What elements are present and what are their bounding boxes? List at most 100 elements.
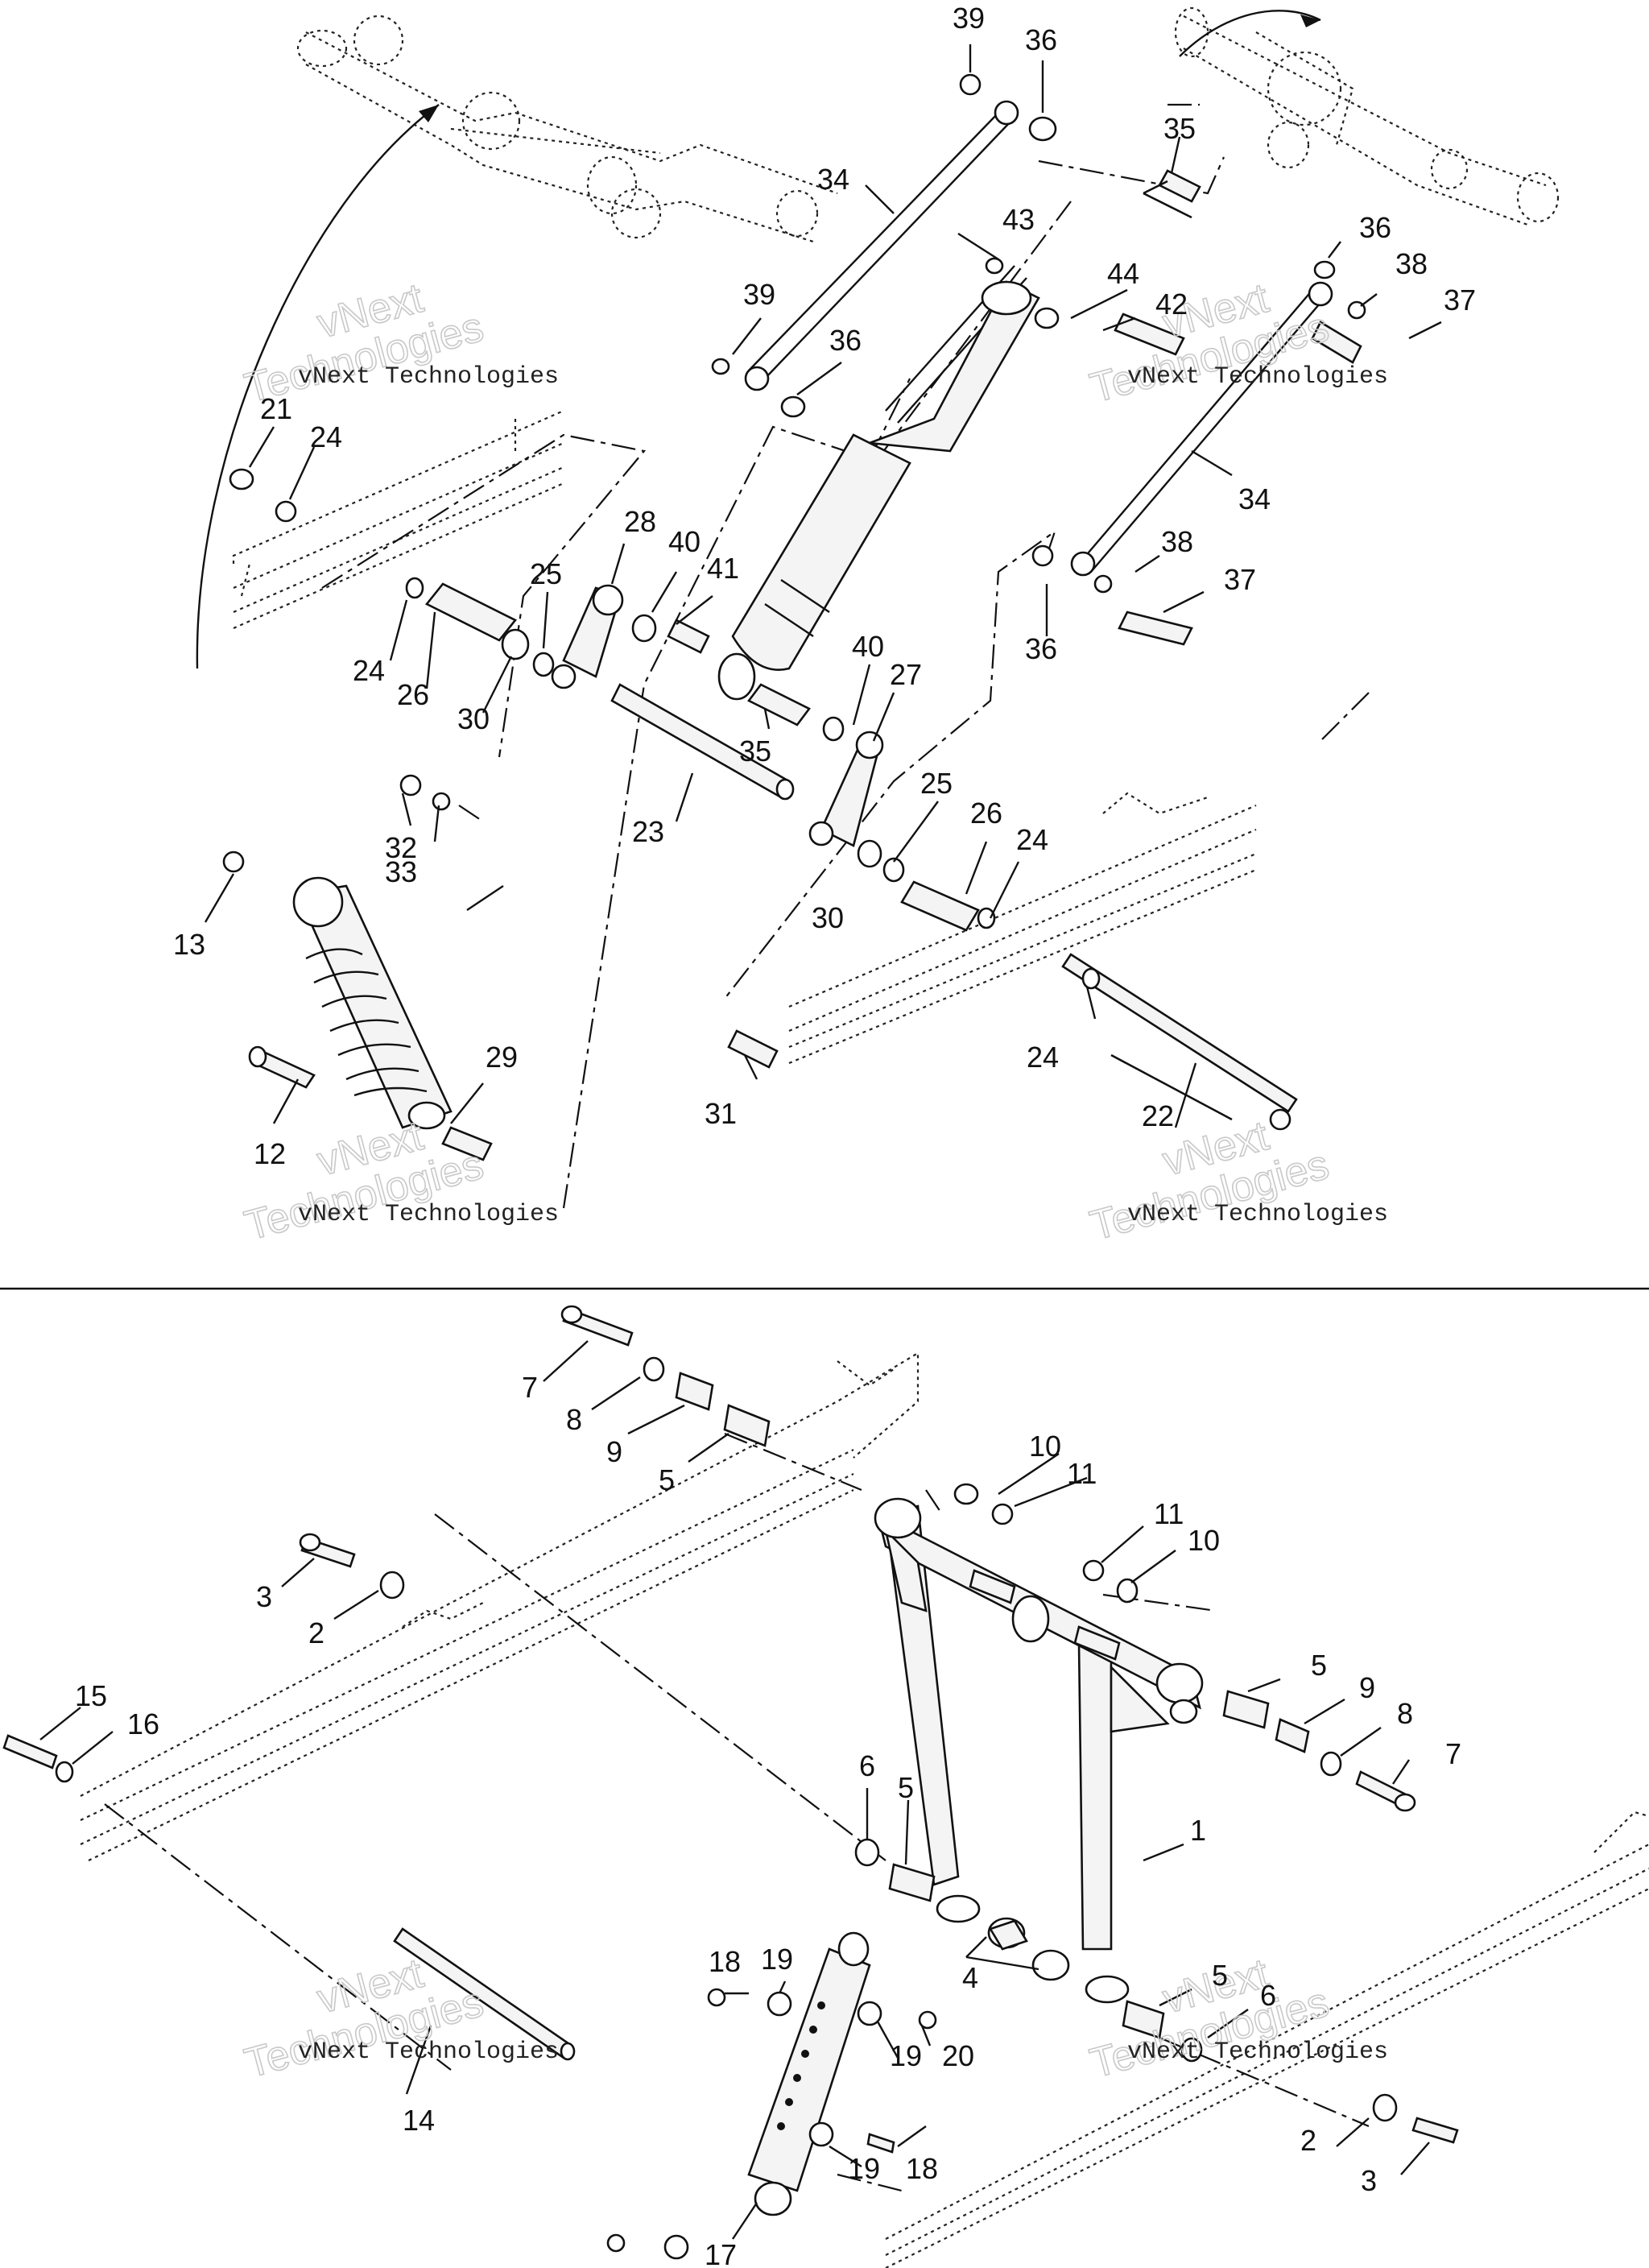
callout-36: 36 [1025, 23, 1057, 56]
cross-shaft-23 [610, 683, 795, 801]
callout-14: 14 [403, 2104, 435, 2137]
coilover-shock [248, 876, 453, 1130]
limiter-strap [747, 1931, 871, 2216]
assembly-line-13 [1159, 2036, 1370, 2128]
callout-10: 10 [1188, 1524, 1220, 1557]
link-rod-34-left [744, 100, 1019, 391]
callout-37: 37 [1444, 284, 1476, 317]
callout-23: 23 [632, 815, 664, 848]
callouts-top: 39 36 35 34 43 44 42 36 38 37 39 36 21 2… [173, 2, 1476, 1170]
assembly-line-1 [321, 433, 647, 758]
callout-38: 38 [1161, 525, 1193, 558]
front-a-arm [874, 1497, 1204, 2004]
hardware-top [222, 73, 1366, 1131]
callout-9: 9 [1359, 1671, 1375, 1704]
spacers-top [424, 169, 1362, 1161]
watermark-4: vNext Technologies vNext Technologies [1085, 1111, 1388, 1250]
callout-30: 30 [812, 901, 844, 934]
callout-38: 38 [1395, 247, 1428, 280]
callout-40: 40 [852, 630, 884, 663]
assembly-line-10 [104, 1803, 452, 2071]
callout-36: 36 [1025, 632, 1057, 665]
watermark-3: vNext Technologies vNext Technologies [239, 1111, 559, 1250]
assembly-line-2 [562, 378, 911, 1209]
callout-10: 10 [1029, 1430, 1061, 1463]
callout-29: 29 [486, 1041, 518, 1074]
callout-9: 9 [606, 1435, 622, 1468]
rail-bottom-right [885, 1811, 1649, 2268]
assembly-line-14 [837, 2173, 903, 2192]
arrow-head-right [1300, 14, 1320, 27]
callout-19: 19 [890, 2039, 922, 2072]
rail-top-right [788, 792, 1257, 1065]
assembly-line-15 [925, 1489, 943, 1515]
callout-1: 1 [1190, 1814, 1206, 1847]
top-assembly [196, 6, 1560, 1209]
callout-8: 8 [1397, 1697, 1413, 1730]
arm-bushings [987, 1917, 1070, 1981]
callout-35: 35 [1163, 112, 1196, 145]
callout-43: 43 [1002, 203, 1035, 236]
frame-crossmember-left [296, 14, 838, 243]
callout-17: 17 [705, 2238, 737, 2268]
watermark-text: vNext Technologies [1127, 363, 1388, 391]
callout-36: 36 [1359, 211, 1391, 244]
callout-3: 3 [256, 1580, 272, 1613]
cross-shaft-14 [393, 1927, 576, 2061]
frame-crossmember-right [1174, 6, 1560, 227]
assembly-line-9 [434, 1513, 886, 1861]
callout-34: 34 [817, 163, 849, 196]
callout-6: 6 [1260, 1979, 1276, 2012]
callout-39: 39 [953, 2, 985, 35]
callout-5: 5 [1212, 1959, 1228, 1992]
rotation-arrow-right [1179, 10, 1321, 57]
callout-32: 32 [385, 831, 417, 864]
assembly-line-3 [724, 529, 1057, 999]
callout-2: 2 [1300, 2124, 1316, 2157]
callout-2: 2 [308, 1616, 324, 1649]
callout-33: 33 [385, 855, 417, 888]
callout-44: 44 [1107, 257, 1139, 290]
callout-18: 18 [906, 2152, 938, 2185]
callout-24: 24 [310, 420, 342, 453]
callout-19: 19 [848, 2152, 880, 2185]
callout-3: 3 [1361, 2164, 1377, 2197]
watermark-text: vNext Technologies [1127, 1201, 1388, 1228]
bottom-assembly [2, 1305, 1649, 2268]
callouts-bottom: 7 8 9 5 10 11 11 10 3 2 5 9 8 7 15 16 6 … [75, 1371, 1461, 2268]
watermark-text: vNext Technologies [298, 2038, 559, 2066]
callout-26: 26 [970, 797, 1002, 830]
callout-34: 34 [1238, 482, 1271, 515]
callout-27: 27 [890, 658, 922, 691]
callout-37: 37 [1224, 563, 1256, 596]
hardware-bottom [2, 1305, 1459, 2260]
callout-11: 11 [1154, 1497, 1184, 1530]
watermark-text: vNext Technologies [1127, 2038, 1388, 2066]
callout-40: 40 [668, 525, 701, 558]
leaders-bottom [39, 1340, 1430, 2240]
callout-24: 24 [1016, 823, 1048, 856]
callout-12: 12 [254, 1137, 286, 1170]
assembly-line-11 [724, 1432, 862, 1492]
callout-42: 42 [1155, 288, 1188, 321]
callout-20: 20 [942, 2039, 974, 2072]
callout-39: 39 [743, 278, 775, 311]
callout-19: 19 [761, 1943, 793, 1976]
callout-4: 4 [962, 1961, 978, 1994]
callout-15: 15 [75, 1679, 107, 1712]
rail-bottom-left [80, 1351, 920, 1861]
callout-28: 28 [624, 505, 656, 538]
callout-22: 22 [1142, 1099, 1174, 1132]
callout-31: 31 [705, 1097, 737, 1130]
callout-7: 7 [522, 1371, 538, 1404]
assembly-line-6 [1038, 156, 1225, 195]
assembly-line-7 [1320, 692, 1370, 742]
callout-36: 36 [829, 324, 862, 357]
center-shock [717, 265, 1040, 701]
callout-5: 5 [1311, 1649, 1327, 1682]
leaders-top [204, 44, 1442, 1128]
callout-13: 13 [173, 928, 205, 961]
callout-30: 30 [457, 702, 490, 735]
callout-5: 5 [898, 1771, 914, 1804]
